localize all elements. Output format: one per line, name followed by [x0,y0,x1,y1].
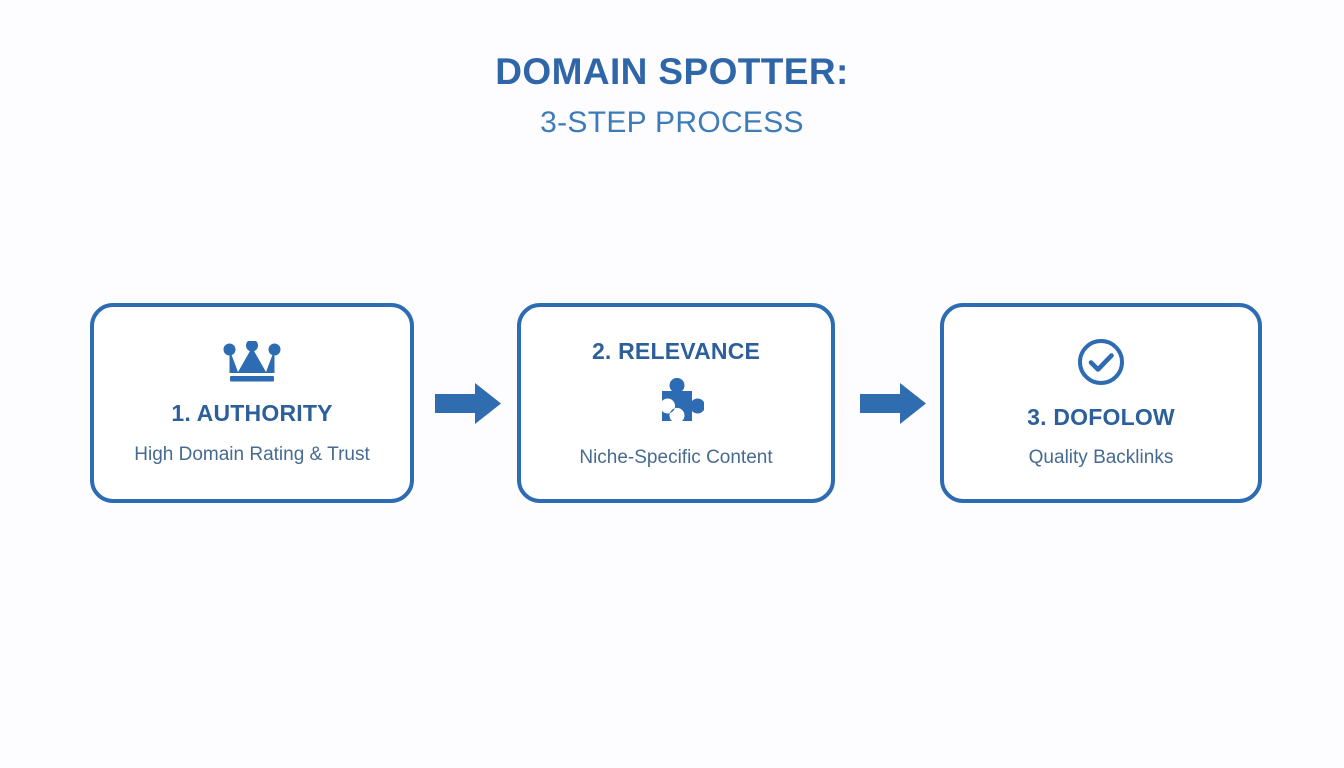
step-card-relevance[interactable]: 2. RELEVANCE Niche-Specific Content [517,303,835,503]
heading-block: DOMAIN SPOTTER: 3-STEP PROCESS [0,51,1344,139]
step-card-subtitle: High Domain Rating & Trust [134,443,370,465]
page-subtitle: 3-STEP PROCESS [540,105,804,139]
step-card-dofolow[interactable]: 3. DOFOLOW Quality Backlinks [940,303,1262,503]
step-card-title: 2. RELEVANCE [591,337,761,364]
arrow-right-icon [435,383,501,424]
page-title: DOMAIN SPOTTER: [495,51,849,92]
check-circle-icon [1076,337,1126,387]
step-card-subtitle: Niche-Specific Content [579,446,773,468]
arrow-right-icon [860,383,926,424]
step-card-authority[interactable]: 1. AUTHORITY High Domain Rating & Trust [90,303,414,503]
step-card-title: 3. DOFOLOW [1027,404,1175,430]
puzzle-piece-icon [648,377,704,434]
step-card-title: 1. AUTHORITY [171,399,333,426]
step-card-subtitle: Quality Backlinks [1028,447,1174,468]
crown-icon [223,340,281,383]
